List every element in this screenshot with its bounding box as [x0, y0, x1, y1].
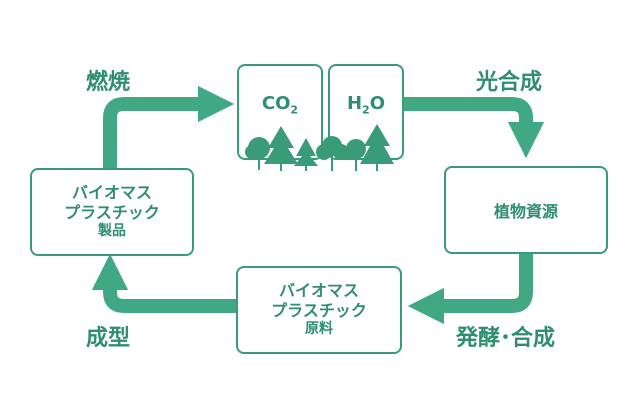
photosynthesis-label: 光合成 [476, 70, 543, 95]
arrow-molding [91, 253, 236, 313]
product-box: バイオマス プラスチック 製品 [30, 168, 194, 256]
h2o-label: H2O [346, 93, 386, 117]
arrow-fermentation [407, 254, 533, 325]
tree-icon [264, 126, 298, 171]
molding-label: 成型 [86, 326, 131, 351]
co2-label: CO2 [261, 93, 299, 117]
tree-icon [360, 124, 394, 171]
arrow-combustion [103, 85, 235, 168]
combustion-label: 燃焼 [86, 70, 131, 95]
plant-resources-box: 植物資源 [444, 166, 608, 254]
raw-material-label: バイオマス プラスチック 原料 [271, 281, 367, 338]
tree-icon [245, 137, 270, 170]
raw-material-box: バイオマス プラスチック 原料 [236, 266, 402, 354]
product-label: バイオマス プラスチック 製品 [64, 183, 160, 240]
fermentation-label: 発酵･合成 [456, 326, 556, 351]
tree-icon [294, 138, 318, 171]
plant-resources-label: 植物資源 [493, 202, 558, 221]
trees-illustration [245, 124, 394, 171]
tree-icon [343, 139, 366, 171]
arrow-photosynthesis [404, 97, 545, 159]
